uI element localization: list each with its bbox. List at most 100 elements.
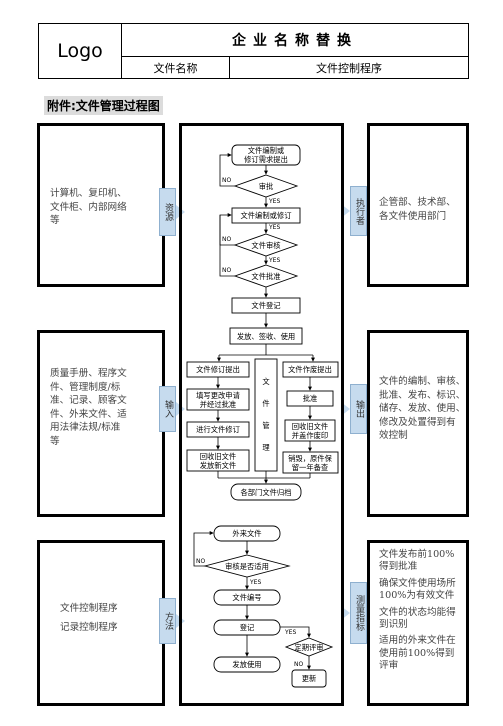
tab-label: 输入 [163,400,173,418]
input-text: 质量手册、程序文 件、管理制度/标 准、记录、顾客文 件、外来文件、适 用法律法… [50,367,127,448]
output-text: 文件的编制、审核、 批准、发布、标识、 储存、发放、使用、 修改及处置得到有 效… [379,375,465,443]
issue-use-text: 发放使用 [232,660,261,669]
file-management-text: 管 [262,421,269,430]
output-box: 文件的编制、审核、 批准、发布、标识、 储存、发放、使用、 修改及处置得到有 效… [367,330,469,517]
text-line: 得到批准 [379,561,418,573]
yes-label: YES [268,224,280,231]
issue-use-node [213,656,281,673]
arrow-right-icon [341,402,350,416]
yes-label: YES [284,629,296,636]
periodic-review-text: 定期评审 [294,643,323,652]
no-label: NO [196,558,205,565]
text-line: 确保文件使用场所 [379,577,456,589]
replace-file-text: 回收旧文件 [200,452,236,461]
method-text: 文件控制程序 记录控制程序 [60,599,118,637]
recall-stamp-text: 回收旧文件 [292,422,328,431]
metrics-box: 文件发布前100% 得到批准 确保文件使用场所 100%为有效文件 文件的状态均… [367,540,469,706]
external-file-text: 外来文件 [232,529,261,538]
text-line: 质量手册、程序文 [50,368,127,379]
process-flowchart: 文件编制或 修订需求提出 审批 NO YES 文件编制或修订 YES 文件审核 … [179,123,344,706]
file-management-text: 理 [262,443,270,452]
recall-stamp-text: 并盖作废印 [292,431,328,440]
flowchart-canvas: 文件编制或 修订需求提出 审批 NO YES 文件编制或修订 YES 文件审核 … [186,144,339,688]
text-line: 件、管理制度/标 [50,381,121,393]
destroy-text: 销毁，原件保 [288,454,332,463]
arrow-right-icon [341,606,350,620]
resources-box: 计算机、复印机、 文件柜、内部网络 等 [37,123,165,287]
update-text: 更新 [302,674,317,683]
output-tab: 输出 [350,384,367,434]
revision-request-text: 文件修订提出 [196,365,240,374]
text-line: 文件的状态均能得 [379,606,456,618]
resources-text: 计算机、复印机、 文件柜、内部网络 等 [50,187,127,228]
destroy-node [282,451,339,474]
company-name: 企业名称替换 [122,24,468,57]
text-line: 计算机、复印机、 [50,188,127,199]
executor-text: 企管部、技术部、 各文件使用部门 [379,196,456,223]
no-loop-arrow [219,153,235,187]
applicability-text: 审核是否适用 [225,562,269,571]
text-line: 文件控制程序 [60,603,118,614]
text-line: 等 [50,435,60,447]
document-header-table: Logo 企业名称替换 文件名称 文件控制程序 [38,23,469,79]
request-text: 修订需求提出 [244,155,288,164]
yes-label: YES [249,579,261,586]
attachment-title: 附件:文件管理过程图 [44,96,163,115]
resources-tab: 资源 [159,188,176,236]
metrics-text: 文件发布前100% 得到批准 确保文件使用场所 100%为有效文件 文件的状态均… [379,549,456,673]
file-management-text: 件 [262,399,269,408]
text-line: 100%为有效文件 [379,590,455,602]
register2-text: 登记 [240,623,255,632]
destroy-text: 留一年备查 [292,463,329,472]
replace-file-text: 发放新文件 [200,461,236,470]
no-label: NO [222,267,231,274]
input-tab: 输入 [159,386,176,432]
no-loop-arrow [193,531,214,567]
no-label: NO [294,661,303,668]
text-line: 准、记录、顾客文 [50,395,127,406]
text-line: 批准、发布、标识、 [379,389,466,401]
request-text: 文件编制或 [248,146,285,155]
yes-label: YES [268,198,280,205]
file-management-text: 文 [262,377,270,386]
input-box: 质量手册、程序文 件、管理制度/标 准、记录、顾客文 件、外来文件、适 用法律法… [37,330,165,517]
text-line: 评审 [379,660,399,672]
tab-label: 方法 [163,612,173,630]
text-line: 企管部、技术部、 [379,197,456,208]
arrow-right-icon [341,204,350,218]
change-application-text: 填写更改申请 [196,391,240,400]
method-tab: 方法 [159,598,176,644]
obsolete-request-text: 文件作废提出 [288,365,332,374]
text-line: 各文件使用部门 [379,210,447,222]
draft-text: 文件编制或修订 [240,211,291,220]
executor-tab: 执行者 [350,186,367,236]
file-name-label: 文件名称 [122,57,230,78]
register-text: 文件登记 [251,301,281,310]
text-line: 等 [50,215,60,226]
text-line: 适用的外来文件在 [379,635,456,647]
text-line: 记录控制程序 [60,622,118,633]
text-line: 效控制 [379,430,408,441]
audit-text: 文件审核 [251,241,281,250]
executor-box: 企管部、技术部、 各文件使用部门 [367,123,469,287]
archive-text: 各部门文件归档 [240,488,291,497]
method-box: 文件控制程序 记录控制程序 [37,540,165,706]
text-line: 到识别 [379,619,408,631]
distribute-text: 发放、签收、使用 [237,332,295,341]
do-revision-text: 进行文件修订 [196,425,240,434]
file-number-text: 文件编号 [232,593,261,602]
text-line: 文件柜、内部网络 [50,201,127,213]
text-line: 件、外来文件、适 [50,408,127,420]
no-loop-line [219,215,235,277]
obsolete-request-node [282,361,339,378]
tab-label: 执行者 [354,197,364,225]
text-line: 修改及处置得到有 [379,416,456,428]
text-line: 使用前100%得到 [379,647,455,659]
tab-label: 输出 [354,400,364,418]
tab-label: 资源 [163,203,173,221]
logo: Logo [39,24,122,78]
tab-label: 测量指标 [354,595,364,631]
file-name-value: 文件控制程序 [316,61,382,75]
approve-text: 文件批准 [251,272,280,281]
change-application-text: 并经过批准 [200,400,236,409]
